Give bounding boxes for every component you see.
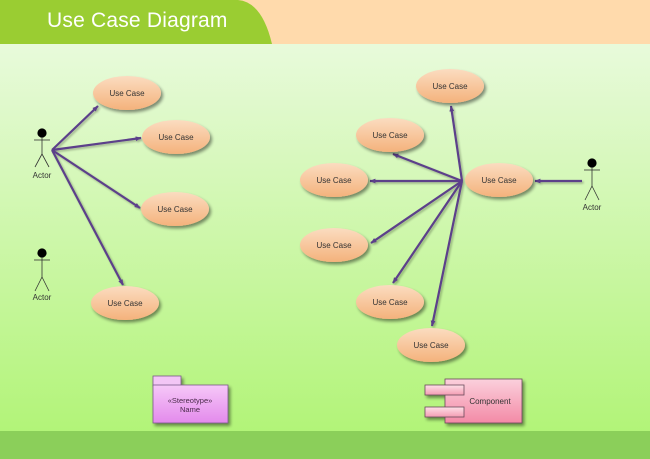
component-shape[interactable]	[424, 378, 523, 424]
use-case-label: Use Case	[481, 176, 517, 185]
use-case-label: Use Case	[107, 299, 143, 308]
connector-actor1-usecase4	[51, 149, 124, 286]
use-case-left-2[interactable]: Use Case	[142, 120, 210, 154]
connector-hub-usecase6	[430, 180, 464, 327]
actor-label: Actor	[33, 171, 52, 180]
use-case-right-2[interactable]: Use Case	[356, 118, 424, 152]
use-case-label: Use Case	[316, 176, 352, 185]
use-case-label: Use Case	[413, 341, 449, 350]
use-case-label: Use Case	[432, 82, 468, 91]
component-port-bottom	[424, 406, 465, 418]
connector-actor1-usecase1	[51, 105, 99, 151]
use-case-label: Use Case	[109, 89, 145, 98]
connector-hub-usecase5	[392, 180, 463, 284]
component-port-top	[424, 384, 465, 396]
connector-actor1-usecase3	[51, 149, 141, 209]
package-body	[152, 384, 229, 424]
connector-actor1-usecase2	[51, 136, 142, 152]
use-case-left-3[interactable]: Use Case	[141, 192, 209, 226]
header-tab	[0, 0, 272, 44]
actor-label: Actor	[583, 203, 602, 212]
page-title: Use Case Diagram	[47, 9, 228, 32]
use-case-hub[interactable]: Use Case	[465, 163, 533, 197]
package-shape[interactable]	[152, 375, 229, 424]
use-case-left-4[interactable]: Use Case	[91, 286, 159, 320]
actor-left-primary[interactable]	[34, 128, 50, 168]
connector-hub-usecase2	[392, 152, 463, 183]
use-case-label: Use Case	[158, 133, 194, 142]
component-label: Component	[469, 397, 511, 406]
package-name: Name	[180, 405, 200, 414]
use-case-right-6[interactable]: Use Case	[397, 328, 465, 362]
package-stereotype: «Stereotype»	[168, 396, 213, 405]
use-case-label: Use Case	[316, 241, 352, 250]
use-case-right-1[interactable]: Use Case	[416, 69, 484, 103]
footer-band	[0, 431, 650, 459]
connector-hub-usecase1	[449, 105, 464, 182]
connector-hub-usecase4	[370, 180, 463, 244]
use-case-left-1[interactable]: Use Case	[93, 76, 161, 110]
use-case-label: Use Case	[157, 205, 193, 214]
use-case-right-4[interactable]: Use Case	[300, 228, 368, 262]
actor-head-icon	[37, 128, 47, 138]
actor-right[interactable]	[584, 158, 600, 201]
actor-label: Actor	[33, 293, 52, 302]
use-case-label: Use Case	[372, 131, 408, 140]
use-case-label: Use Case	[372, 298, 408, 307]
package-tab	[152, 375, 182, 387]
use-case-right-3[interactable]: Use Case	[300, 163, 368, 197]
use-case-right-5[interactable]: Use Case	[356, 285, 424, 319]
actor-left-secondary[interactable]	[34, 248, 50, 292]
actor-head-icon	[37, 248, 47, 258]
actor-head-icon	[587, 158, 597, 168]
